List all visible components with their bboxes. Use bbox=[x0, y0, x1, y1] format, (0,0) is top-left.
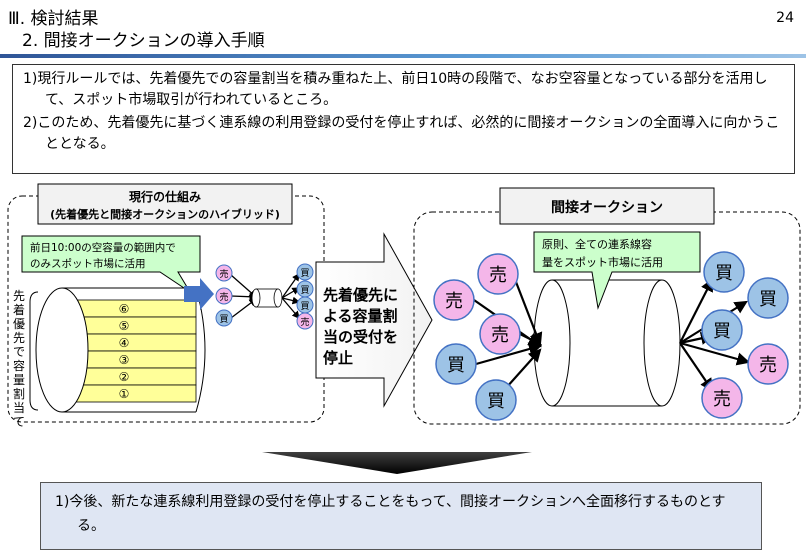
sell-label: 売 bbox=[713, 389, 731, 410]
vertical-label-char: 先 bbox=[13, 289, 25, 303]
capacity-cylinder: ⑥ ⑤ ④ ③ ② ① bbox=[35, 287, 206, 416]
sell-circle bbox=[701, 377, 743, 419]
cylinder-left-end bbox=[35, 287, 89, 413]
blue-arrow-icon bbox=[184, 278, 214, 310]
center-transition-arrow bbox=[315, 232, 433, 408]
vertical-label-char: 量 bbox=[13, 373, 25, 387]
small-sell-label: 売 bbox=[219, 291, 228, 303]
buy-circle bbox=[701, 309, 743, 351]
buy-circle bbox=[703, 251, 745, 293]
sell-label: 売 bbox=[489, 265, 507, 286]
right-callout-line1: 原則、全ての連系線容 bbox=[542, 237, 652, 251]
small-sell-label: 売 bbox=[219, 268, 228, 280]
buy-label: 買 bbox=[715, 263, 733, 284]
summary-bullet-2: 2)このため、先着優先に基づく連系線の利用登録の受付を停止すれば、必然的に間接オ… bbox=[23, 115, 780, 152]
small-buy-label: 買 bbox=[219, 314, 228, 325]
layer-label: ② bbox=[119, 370, 130, 384]
conclusion-box: 1)今後、新たな連系線利用登録の受付を停止することをもって、間接オークションへ全… bbox=[40, 482, 762, 550]
center-arrow-line3: 当の受付を bbox=[323, 328, 398, 346]
buy-circle bbox=[475, 379, 517, 421]
interconnection-cylinder bbox=[533, 279, 681, 407]
small-buy-circle bbox=[296, 263, 314, 281]
small-sell-circle bbox=[296, 312, 314, 330]
center-arrow-line2: よる容量割 bbox=[323, 307, 398, 325]
vertical-label-char: 割 bbox=[13, 386, 25, 401]
buy-label: 買 bbox=[487, 391, 505, 412]
right-callout bbox=[533, 231, 701, 310]
small-buy-circle bbox=[215, 309, 233, 327]
layer-label: ① bbox=[119, 387, 130, 401]
small-buy-label: 買 bbox=[300, 301, 309, 312]
sell-label: 売 bbox=[491, 325, 509, 346]
layer-label: ⑥ bbox=[119, 302, 130, 316]
vertical-label-char: て bbox=[13, 415, 25, 429]
layer-label: ④ bbox=[119, 336, 130, 350]
down-arrow-icon bbox=[262, 452, 532, 474]
left-panel-title: 現行の仕組み bbox=[129, 189, 201, 204]
summary-bullet-1: 1)現行ルールでは、先着優先での容量割当を積み重ねた上、前日10時の段階で、なお… bbox=[23, 71, 768, 108]
page-number: 24 bbox=[776, 10, 794, 26]
layer-label: ⑤ bbox=[119, 319, 130, 333]
small-sell-circle bbox=[215, 264, 233, 282]
buy-label: 買 bbox=[447, 355, 465, 376]
header-rule bbox=[0, 54, 806, 58]
small-buy-label: 買 bbox=[300, 268, 309, 279]
buy-label: 買 bbox=[713, 321, 731, 342]
small-market-diagram: 売 売 買 買 買 買 売 bbox=[215, 263, 314, 330]
right-panel-title-box bbox=[499, 187, 715, 225]
sell-circle bbox=[433, 279, 475, 321]
right-buyers-sellers: 買 買 買 売 売 bbox=[701, 251, 789, 419]
buy-label: 買 bbox=[759, 289, 777, 310]
sell-label: 売 bbox=[759, 355, 777, 376]
small-sell-circle bbox=[215, 287, 233, 305]
sell-circle bbox=[747, 343, 789, 385]
right-sellers-buyers: 売 売 売 買 買 bbox=[433, 253, 521, 421]
vertical-bracket bbox=[29, 291, 39, 411]
right-callout-line2: 量をスポット市場に活用 bbox=[542, 255, 663, 269]
vertical-label-char: 優 bbox=[13, 317, 25, 331]
left-callout bbox=[21, 235, 201, 293]
page-title: 2. 間接オークションの導入手順 bbox=[22, 31, 265, 51]
left-panel-subtitle: (先着優先と間接オークションのハイブリッド) bbox=[50, 207, 280, 221]
center-arrow-line1: 先着優先に bbox=[323, 286, 398, 304]
sell-label: 売 bbox=[445, 291, 463, 312]
sell-circle bbox=[479, 313, 521, 355]
right-panel-title: 間接オークション bbox=[551, 199, 663, 216]
buy-circle bbox=[747, 277, 789, 319]
vertical-label-char: 着 bbox=[13, 302, 25, 317]
vertical-label: 先 着 優 先 で 容 量 割 当 て bbox=[13, 289, 25, 429]
vertical-label-char: で bbox=[13, 345, 25, 359]
buy-circle bbox=[435, 343, 477, 385]
vertical-label-char: 当 bbox=[13, 401, 25, 415]
small-sell-label: 売 bbox=[300, 316, 309, 328]
section-title: Ⅲ. 検討結果 bbox=[8, 9, 99, 29]
sell-circle bbox=[477, 253, 519, 295]
summary-box: 1)現行ルールでは、先着優先での容量割当を積み重ねた上、前日10時の段階で、なお… bbox=[12, 64, 795, 174]
vertical-label-char: 容 bbox=[13, 358, 25, 373]
small-buy-label: 買 bbox=[300, 285, 309, 296]
left-callout-line1: 前日10:00の空容量の範囲内で bbox=[30, 241, 176, 254]
center-arrow-line4: 停止 bbox=[323, 349, 353, 367]
layer-label: ③ bbox=[119, 353, 130, 367]
left-callout-line2: のみスポット市場に活用 bbox=[30, 257, 146, 270]
left-panel-title-box bbox=[37, 183, 293, 225]
vertical-label-char: 先 bbox=[13, 331, 25, 345]
conclusion-text: 1)今後、新たな連系線利用登録の受付を停止することをもって、間接オークションへ全… bbox=[55, 494, 726, 534]
